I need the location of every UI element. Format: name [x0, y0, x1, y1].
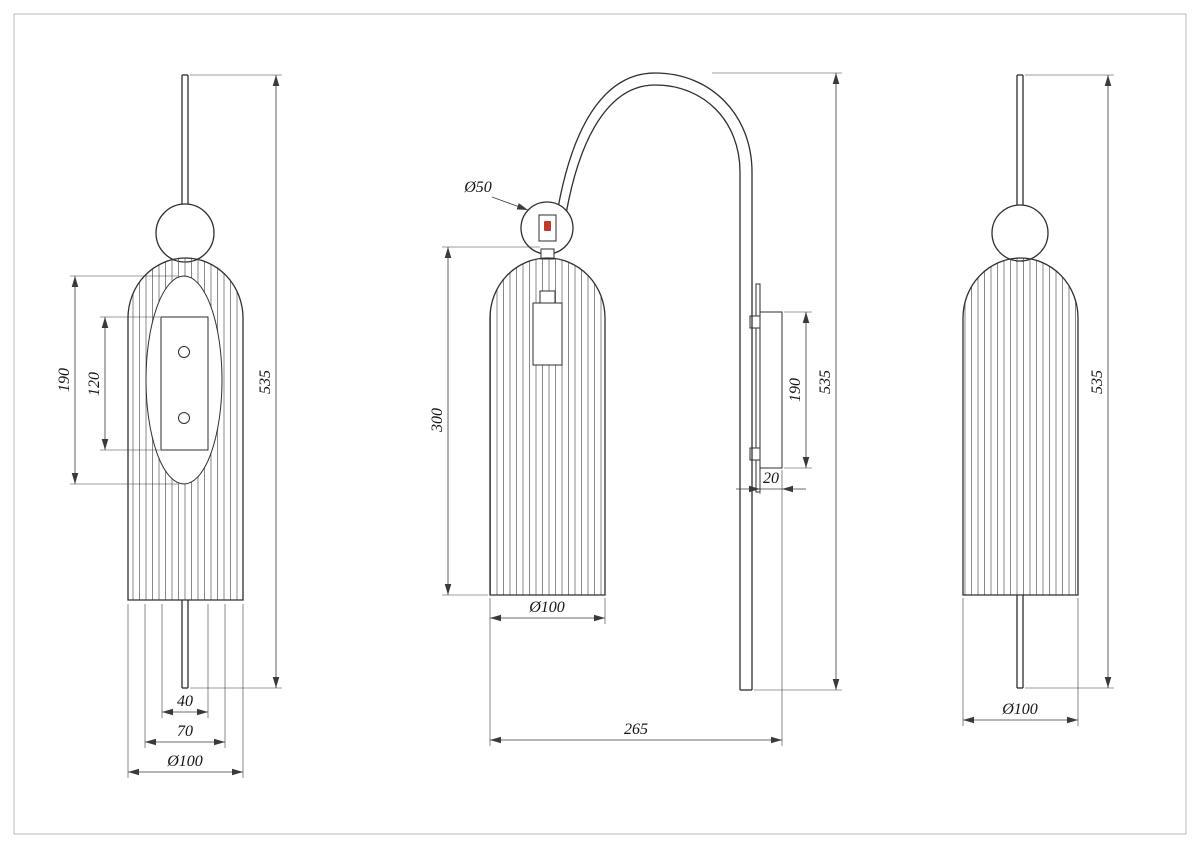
dim-label-back-d100: Ø100	[1001, 701, 1038, 718]
side-curved-arm	[557, 72, 753, 691]
side-dim-plate-depth: 20	[736, 470, 806, 494]
back-ball-finial	[991, 204, 1049, 262]
side-dim-shade-height: 300	[429, 246, 540, 596]
back-view: 535 Ø100	[962, 74, 1114, 726]
dim-label-front-190: 190	[56, 368, 73, 392]
front-dim-stem-width: 40	[161, 604, 209, 718]
side-screw-bottom	[749, 447, 761, 461]
front-dim-neck-width: 70	[144, 604, 226, 748]
side-view: Ø50 300 Ø100 265 20	[429, 72, 842, 746]
side-socket-neck	[539, 290, 556, 304]
side-dim-ball-diameter: Ø50	[463, 179, 529, 211]
front-dim-hole-spacing: 120	[86, 316, 160, 451]
back-fluted-shade	[962, 257, 1079, 596]
dim-label-side-265: 265	[624, 721, 648, 738]
back-bottom-stem	[1016, 595, 1024, 689]
side-screw-top	[749, 315, 761, 329]
dim-label-back-535: 535	[1089, 370, 1106, 394]
front-dim-shade-diameter: Ø100	[127, 604, 244, 778]
side-bulb-socket	[532, 302, 563, 366]
front-ball-finial	[155, 203, 215, 263]
back-dim-overall-height: 535	[1025, 74, 1114, 689]
side-dim-overall-height: 535	[712, 72, 842, 691]
side-wall-plate	[749, 283, 783, 493]
dim-label-front-d100: Ø100	[166, 753, 203, 770]
dim-label-side-d50: Ø50	[463, 179, 492, 196]
dim-label-front-535: 535	[257, 370, 274, 394]
front-dim-backplate-height: 190	[56, 275, 178, 485]
dim-label-side-20: 20	[763, 470, 779, 487]
side-dim-projection: 265	[490, 494, 783, 746]
side-dim-shade-diameter: Ø100	[489, 598, 606, 746]
dim-label-side-535: 535	[817, 370, 834, 394]
front-mounting-hole-top	[178, 346, 190, 358]
dim-label-side-190: 190	[787, 378, 804, 402]
side-fluted-shade	[489, 257, 606, 596]
front-mounting-hole-bottom	[178, 412, 190, 424]
side-mounting-plate	[759, 311, 783, 469]
dim-label-side-d100: Ø100	[528, 599, 565, 616]
dim-label-front-40: 40	[177, 693, 193, 710]
drawing-border	[13, 13, 1187, 835]
front-dim-overall-height: 535	[190, 74, 282, 689]
dim-label-side-300: 300	[429, 408, 446, 433]
red-indicator	[544, 221, 551, 231]
dim-label-front-120: 120	[86, 372, 103, 396]
back-dim-shade-diameter: Ø100	[962, 598, 1079, 726]
front-mounting-plate	[160, 316, 209, 451]
dim-label-front-70: 70	[177, 723, 193, 740]
front-bottom-stem	[181, 600, 189, 689]
side-dim-plate-height: 190	[784, 311, 812, 469]
front-view: 190 120 535 40 70	[56, 74, 282, 778]
